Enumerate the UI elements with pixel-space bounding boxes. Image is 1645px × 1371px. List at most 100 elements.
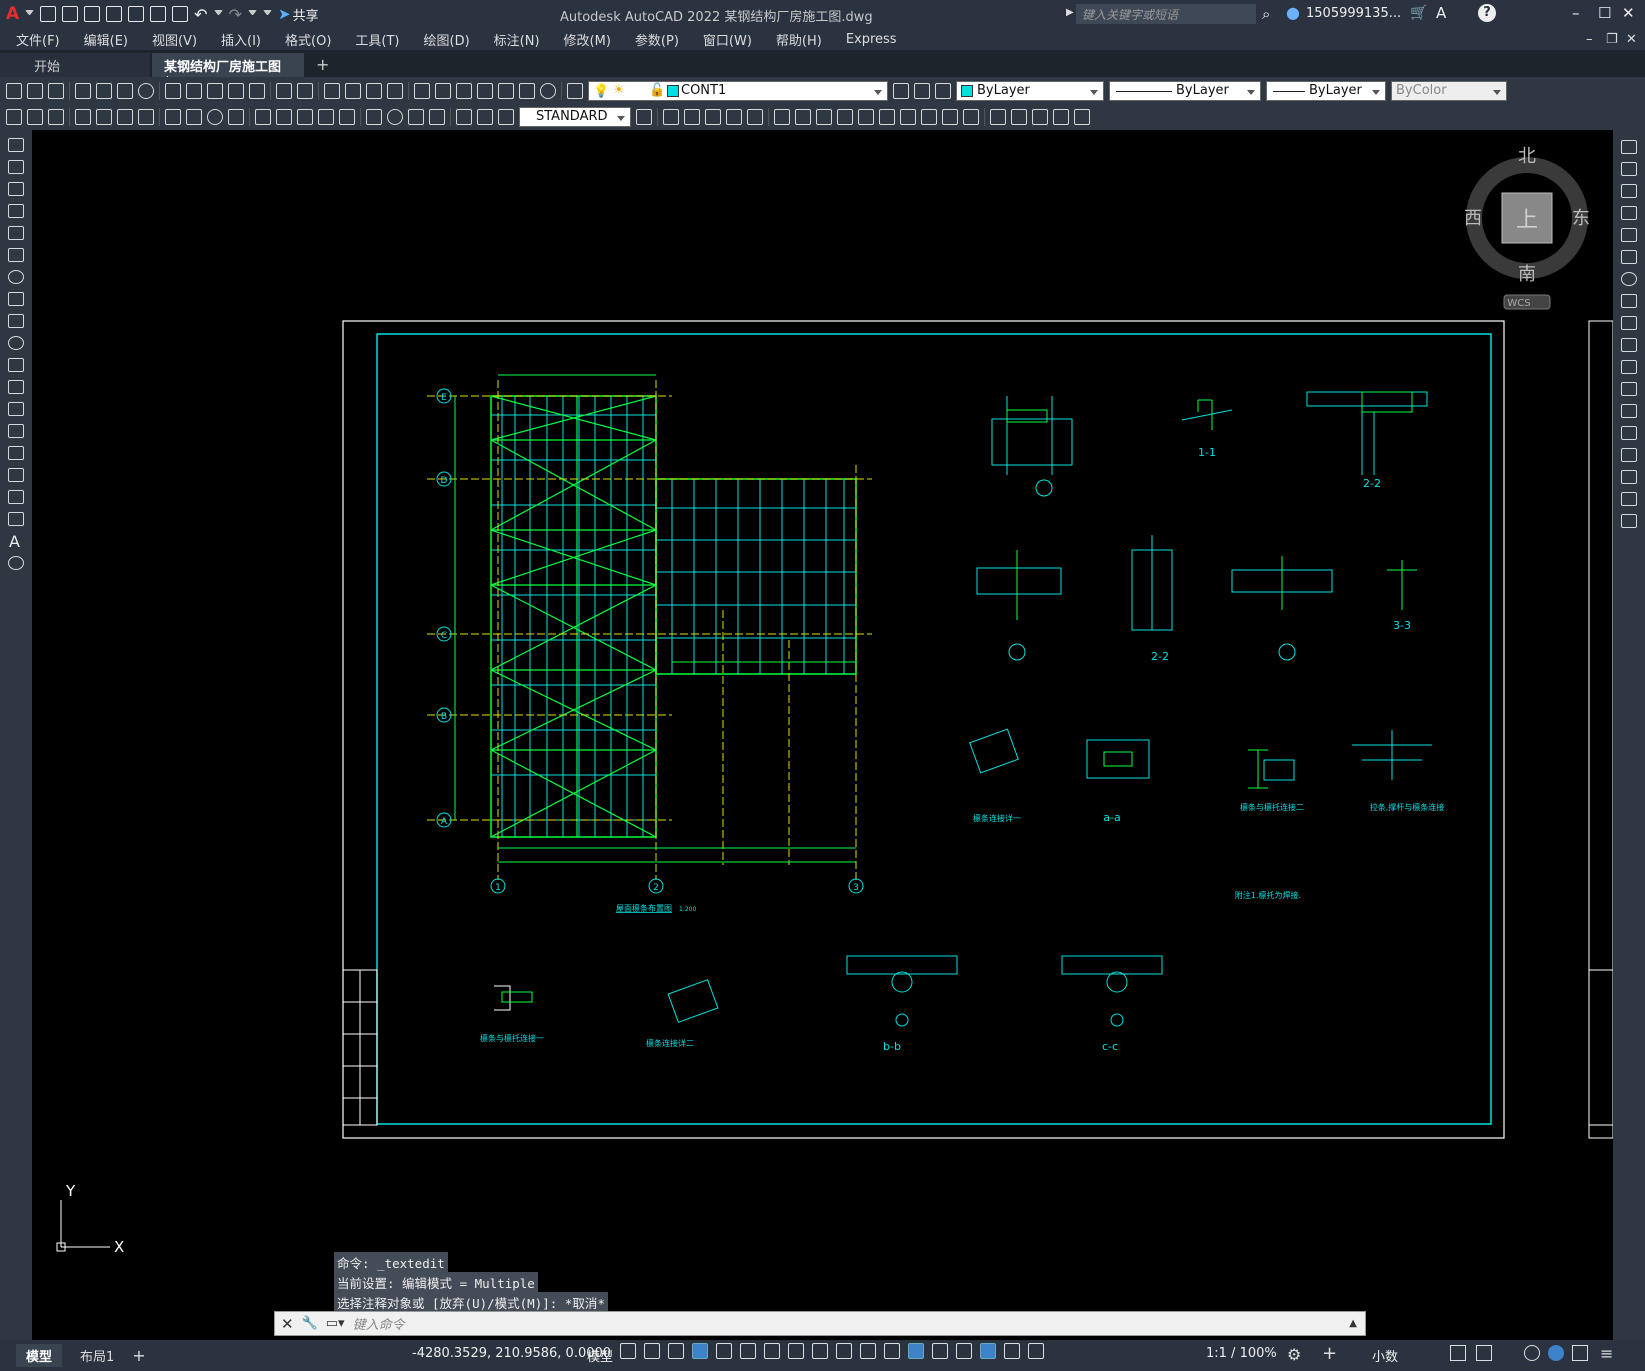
inspection-icon[interactable] (408, 109, 424, 125)
menu-dimension[interactable]: 标注(N) (493, 33, 540, 49)
maximize-button[interactable]: ☐ (1598, 4, 1612, 22)
redo-icon[interactable]: ↷ (228, 4, 242, 24)
ortho-icon[interactable] (692, 1343, 708, 1359)
dim-radius-icon[interactable] (165, 109, 181, 125)
pedit-icon[interactable] (1011, 109, 1027, 125)
new-icon[interactable] (6, 82, 22, 99)
save-web-icon[interactable] (150, 6, 167, 22)
tab-model[interactable]: 模型 (16, 1344, 63, 1367)
rotate-icon[interactable] (795, 109, 811, 125)
dim-angular-icon[interactable] (228, 109, 244, 125)
layers-icon[interactable] (48, 109, 64, 125)
array-icon[interactable] (1621, 228, 1637, 242)
annotation-scale-icon[interactable] (1028, 1343, 1044, 1359)
share-icon[interactable]: ➤ (277, 5, 291, 23)
color-dropdown[interactable]: ByLayer (956, 80, 1104, 101)
annotation-monitor-icon[interactable]: + (1322, 1343, 1338, 1364)
minimize-button[interactable]: – (1572, 4, 1580, 22)
dim-diameter-icon[interactable] (207, 109, 223, 125)
3d-dwf-icon[interactable] (138, 82, 154, 99)
units-dropdown[interactable]: 小数 (1372, 1350, 1399, 1365)
mirror-icon[interactable] (705, 109, 721, 125)
plot-icon[interactable] (172, 6, 189, 22)
graphics-performance-icon[interactable] (1548, 1345, 1564, 1361)
menu-edit[interactable]: 编辑(E) (83, 33, 128, 49)
viewcube-north[interactable]: 北 (1518, 146, 1536, 167)
revcloud-icon[interactable] (8, 292, 24, 306)
user-account[interactable]: 1505999135... (1306, 6, 1402, 21)
cut-icon[interactable] (165, 82, 181, 99)
rectangle-icon[interactable] (8, 226, 24, 240)
dim-style-icon[interactable] (636, 109, 652, 125)
region-icon[interactable] (8, 490, 24, 504)
grid-icon[interactable] (620, 1343, 636, 1359)
saveas-icon[interactable] (106, 6, 123, 22)
insert-block-icon[interactable] (8, 380, 24, 394)
menu-help[interactable]: 帮助(H) (775, 33, 822, 49)
layer-properties-icon[interactable] (567, 82, 583, 99)
erase-icon[interactable] (663, 109, 679, 125)
command-prompt-icon[interactable]: ▭▾ (325, 1316, 345, 1331)
break-icon[interactable] (900, 109, 916, 125)
fillet-icon[interactable] (963, 109, 979, 125)
help-icon[interactable] (540, 82, 556, 99)
offset-icon[interactable] (726, 109, 742, 125)
new-tab-button[interactable]: + (316, 55, 330, 74)
polyline-icon[interactable] (8, 182, 24, 196)
circle-icon[interactable] (8, 270, 24, 284)
image-icon[interactable] (27, 109, 43, 125)
lineweight-dropdown[interactable]: ByLayer (1266, 80, 1386, 101)
paste-icon[interactable] (207, 82, 223, 99)
blend-icon[interactable] (1621, 492, 1637, 506)
dim-text-edit-icon[interactable] (477, 109, 493, 125)
calculator-icon[interactable] (519, 82, 535, 99)
draw-order-icon[interactable] (1074, 109, 1090, 125)
autocad-logo-icon[interactable]: A (6, 4, 20, 24)
snap-icon[interactable] (644, 1343, 660, 1359)
join-icon[interactable] (921, 109, 937, 125)
extend-icon[interactable] (879, 109, 895, 125)
chamfer-icon[interactable] (1621, 448, 1637, 462)
model-space-button[interactable]: 模型 (587, 1350, 614, 1365)
extend-icon[interactable] (1621, 360, 1637, 374)
viewcube-west[interactable]: 西 (1464, 208, 1482, 229)
zoom-window-icon[interactable] (366, 82, 382, 99)
menu-parametric[interactable]: 参数(P) (634, 33, 679, 49)
command-history-toggle-icon[interactable]: ▲ (1349, 1318, 1357, 1329)
hatch-icon[interactable] (8, 446, 24, 460)
add-selected-icon[interactable] (8, 556, 24, 570)
search-input[interactable]: 键入关键字或短语 (1076, 4, 1256, 24)
quick-dim-icon[interactable] (255, 109, 271, 125)
save-icon[interactable] (48, 82, 64, 99)
block-editor-icon[interactable] (249, 82, 265, 99)
infer-constraints-icon[interactable] (668, 1343, 684, 1359)
plotstyle-dropdown[interactable]: ByColor (1391, 80, 1507, 101)
zoom-realtime-icon[interactable] (345, 82, 361, 99)
layer-dropdown[interactable]: 💡 ☀ 🔓 CONT1 (588, 80, 888, 101)
menu-insert[interactable]: 插入(I) (221, 33, 262, 49)
customization-icon[interactable]: ≡ (1600, 1344, 1614, 1363)
layer-states-icon[interactable] (935, 82, 951, 99)
offset-icon[interactable] (1621, 206, 1637, 220)
jogged-linear-icon[interactable] (429, 109, 445, 125)
dim-jogged-icon[interactable] (186, 109, 202, 125)
transparency-icon[interactable] (836, 1343, 852, 1359)
rotate-icon[interactable] (1621, 272, 1637, 286)
dim-ordinate-icon[interactable] (138, 109, 154, 125)
scale-icon[interactable] (1621, 294, 1637, 308)
dim-arc-icon[interactable] (117, 109, 133, 125)
gradient-icon[interactable] (8, 468, 24, 482)
redo-dropdown-icon[interactable] (247, 9, 257, 19)
selection-cycling-icon[interactable] (860, 1343, 876, 1359)
viewcube-face[interactable] (1501, 192, 1553, 244)
doc-minimize-button[interactable]: – (1586, 31, 1593, 47)
object-snap-icon[interactable] (788, 1343, 804, 1359)
undo-dropdown-icon[interactable] (213, 9, 223, 19)
3d-osnap-icon[interactable] (884, 1343, 900, 1359)
markup-icon[interactable] (498, 82, 514, 99)
spline-icon[interactable] (8, 314, 24, 328)
trim-icon[interactable] (1621, 338, 1637, 352)
menu-express[interactable]: Express (845, 31, 897, 47)
tab-drawing[interactable]: 某钢结构厂房施工图*✕ (152, 53, 304, 90)
tool-palettes-icon[interactable] (456, 82, 472, 99)
